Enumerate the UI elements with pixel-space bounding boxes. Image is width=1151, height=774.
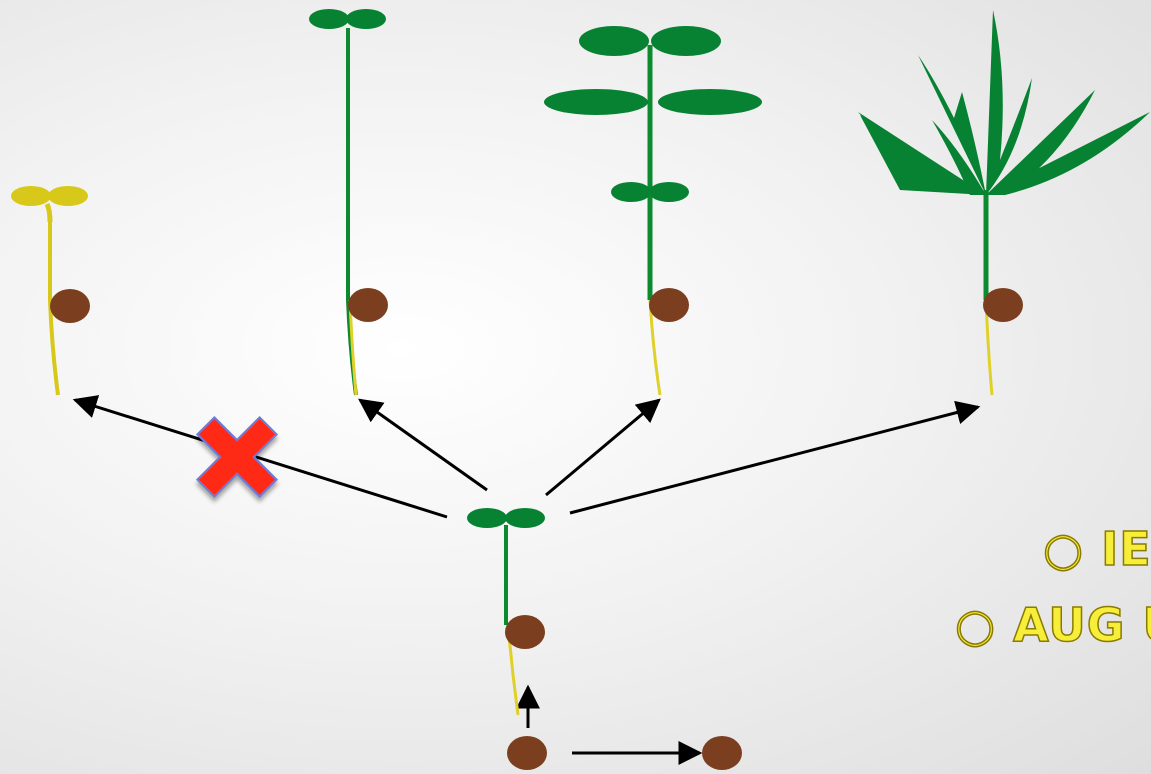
leafy-seedling-icon [544,26,762,396]
seed-icon [983,288,1023,322]
seed-icon [702,736,742,770]
arrow-to-etiolated-seedling [72,395,448,519]
young-seedling-icon [467,508,545,716]
spiky-plant-icon [858,10,1150,396]
seed-icon [505,615,545,649]
arrow-to-leafy-seedling [545,398,661,497]
caption-line-1: ○ IE [1042,521,1151,577]
seed-icon [507,736,547,770]
red-x-icon [195,415,279,499]
caption-line-2: ○ AUG U [954,597,1151,653]
arrow-to-spiky-plant [569,400,981,515]
etiolated-seedling-icon [11,186,90,396]
seed-icon [348,288,388,322]
growth-arrows [72,395,981,765]
arrow-to-tall-seedling [358,398,488,492]
seed-icon [649,288,689,322]
seed-icon [50,289,90,323]
tall-seedling-icon [309,9,388,396]
